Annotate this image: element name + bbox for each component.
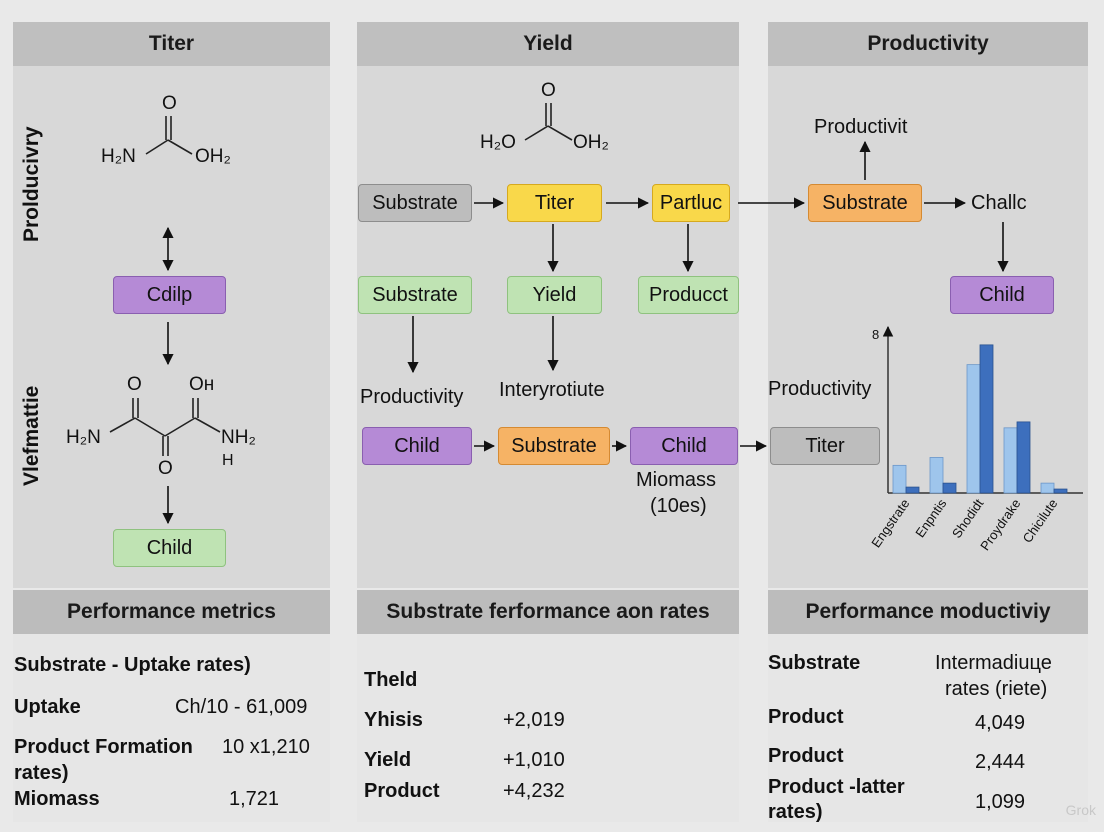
molecule3-right: OH₂ <box>573 132 609 153</box>
chart-bar <box>892 464 907 494</box>
molecule2-oxygen-right: Oн <box>189 374 215 395</box>
table-right-row1-value: 4,049 <box>975 712 1026 734</box>
node-child-titer: Child <box>113 529 226 567</box>
molecule1-right: OH₂ <box>195 146 231 167</box>
molecule1-oxygen: O <box>162 93 177 114</box>
table-middle-row2-value: +2,019 <box>503 709 565 731</box>
chart-axis-mark: 8 <box>872 327 880 342</box>
node-substrate-2: Substrate <box>358 276 472 314</box>
node-yield: Yield <box>507 276 602 314</box>
table-right-row3-label2: rates) <box>768 801 823 823</box>
label-interyrotiute: Interyrotiute <box>499 379 605 401</box>
table-right-col-head1: Intermadiuце <box>935 652 1052 674</box>
node-titer-productivity: Titer <box>770 427 880 465</box>
label-miomass: Miomass <box>636 469 717 491</box>
table-right-row3-label: Product -latter <box>768 776 905 798</box>
table-right-header: Performance moductiviy <box>768 590 1088 634</box>
table-right-col-head2: rates (riete) <box>945 678 1048 700</box>
chart-tick-label: Engstrate <box>868 496 912 550</box>
node-titer: Titer <box>507 184 602 222</box>
chart-bar <box>966 364 981 494</box>
chart-tick-label: Shodidt <box>949 496 987 541</box>
table-middle-row4-value: +4,232 <box>503 780 565 802</box>
table-middle-row4-label: Product <box>364 780 440 802</box>
molecule2-left: H₂N <box>66 427 101 448</box>
table-right-row3-value: 1,099 <box>975 791 1026 813</box>
label-productivity-yield: Productivity <box>360 386 464 408</box>
table-left-header: Performance metrics <box>13 590 330 634</box>
yield-header: Yield <box>357 22 739 66</box>
molecule2-hydrogen: H <box>222 452 234 469</box>
node-cdilp: Cdilp <box>113 276 226 314</box>
node-partluc: Partluc <box>652 184 730 222</box>
table-right-row2-label: Product <box>768 745 844 767</box>
node-substrate-3: Substrate <box>498 427 610 465</box>
node-product: Producct <box>638 276 739 314</box>
table-left-row3-value: 10 x1,210 <box>222 736 310 758</box>
table-middle-row3-value: +1,010 <box>503 749 565 771</box>
table-middle-row3-label: Yield <box>364 749 412 771</box>
titer-header: Titer <box>13 22 330 66</box>
node-substrate-productivity: Substrate <box>808 184 922 222</box>
molecule2-oxygen-left: O <box>127 374 142 395</box>
chart-tick-label: Enpntis <box>912 496 949 541</box>
node-substrate-1: Substrate <box>358 184 472 222</box>
chart-bar <box>1016 421 1031 494</box>
table-left-row3-label: Product Formation <box>14 736 193 758</box>
table-left-row4-label: Miomass <box>14 788 100 810</box>
table-middle: Substrate ferformance aon rates <box>357 590 739 822</box>
flow-arrows <box>162 140 1009 525</box>
chart-bar <box>929 457 944 494</box>
table-right-col-label: Substrate <box>768 652 861 674</box>
chart-tick-label: Chicilute <box>1020 496 1061 545</box>
table-left-row2-value: Ch/10 - 61,009 <box>175 696 308 718</box>
molecule3-left: H₂O <box>480 132 516 153</box>
table-middle-header: Substrate ferformance aon rates <box>357 590 739 634</box>
chart-bar <box>942 482 957 494</box>
chart-bar <box>1040 482 1055 494</box>
table-left: Performance metrics <box>13 590 330 822</box>
watermark-text: Grok <box>1065 802 1096 818</box>
molecule3-oxygen: O <box>541 80 556 101</box>
chart-bar <box>1003 427 1018 494</box>
table-right-row2-value: 2,444 <box>975 751 1026 773</box>
node-child-2: Child <box>630 427 738 465</box>
table-left-row1-label: Substrate - Uptake rates) <box>14 654 251 676</box>
node-child-productivity: Child <box>950 276 1054 314</box>
label-productivit: Productivit <box>814 116 908 138</box>
table-right-row1-label: Product <box>768 706 844 728</box>
table-middle-row2-label: Yhisis <box>364 709 423 731</box>
chart-bar <box>979 344 994 494</box>
label-productivity-right: Productivity <box>768 378 872 400</box>
node-child-1: Child <box>362 427 472 465</box>
chart-bar <box>905 486 920 494</box>
table-left-row4-value: 1,721 <box>229 788 280 810</box>
molecule2-right: NH₂ <box>221 427 256 448</box>
table-left-row2-label: Uptake <box>14 696 81 718</box>
table-left-row3-label2: rates) <box>14 762 69 784</box>
table-right: Performance moductiviy <box>768 590 1088 822</box>
label-miomass-sub: (10es) <box>650 495 707 517</box>
molecule2-oxygen-bottom: O <box>158 458 173 479</box>
label-challc: Challc <box>971 192 1027 214</box>
table-middle-row1-label: Theld <box>364 669 418 691</box>
productivity-header: Productivity <box>768 22 1088 66</box>
molecule1-left: H₂N <box>101 146 136 167</box>
molecule-bonds <box>109 103 573 456</box>
chart-bar <box>1053 488 1068 494</box>
